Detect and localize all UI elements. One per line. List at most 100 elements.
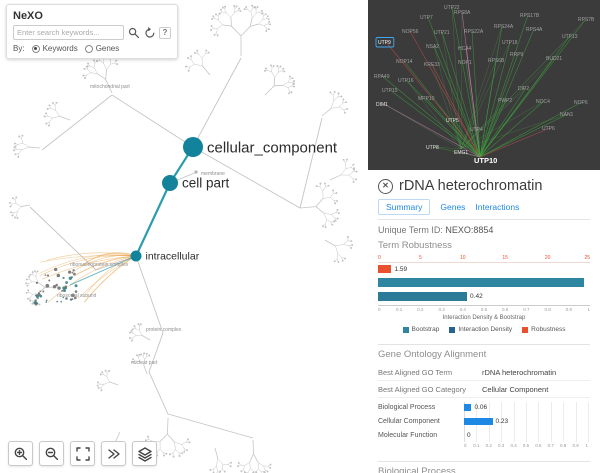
tree-node[interactable] <box>183 137 203 157</box>
tree-leaf <box>26 284 29 287</box>
network-node-label[interactable]: NSA2 <box>426 44 439 50</box>
network-node-label[interactable]: DIP2 <box>518 86 529 92</box>
network-node-label[interactable]: DIM1 <box>376 102 388 108</box>
network-node-label[interactable]: NOP56 <box>402 29 419 35</box>
network-node-label[interactable]: UTP18 <box>502 40 518 46</box>
tree-node-label[interactable]: cell part <box>182 176 230 191</box>
network-node-label[interactable]: RPS7B <box>578 17 595 23</box>
network-node-label[interactable]: RPS17B <box>520 13 540 19</box>
tree-node-label[interactable]: intracellular <box>146 251 200 263</box>
go-row-value: Cellular Component <box>482 384 549 394</box>
tree-leaf <box>131 361 134 363</box>
radio-genes[interactable]: Genes <box>84 44 119 53</box>
tree-leaf <box>291 77 294 80</box>
tree-leaf <box>108 370 111 372</box>
tree-branch <box>257 462 264 467</box>
network-node-label[interactable]: NOP6 <box>574 100 588 106</box>
network-node-label[interactable]: UTP13 <box>562 34 578 40</box>
search-icon[interactable] <box>127 26 140 39</box>
network-node-label[interactable]: UTP7 <box>420 15 433 21</box>
tree-branch <box>214 447 219 459</box>
layers-button[interactable] <box>132 441 157 466</box>
network-node-label[interactable]: HCA4 <box>458 46 472 52</box>
network-node-label[interactable]: RPS24A <box>494 24 514 30</box>
tree-leaf <box>333 260 336 263</box>
tree-small-label[interactable]: protein complex <box>146 327 182 333</box>
network-node-label[interactable]: RPS4A <box>526 27 543 33</box>
network-node-label[interactable]: UTP16 <box>398 78 414 84</box>
tree-small-label[interactable]: membrane <box>201 171 225 177</box>
tab-interactions[interactable]: Interactions <box>475 202 520 212</box>
tree-leaf <box>333 220 335 223</box>
tree-node-small[interactable] <box>194 170 198 174</box>
tree-leaf <box>187 69 190 72</box>
network-node-label[interactable]: RPS22A <box>464 29 484 35</box>
tree-small-label[interactable]: nuclear part <box>131 360 158 366</box>
tree-leaf <box>13 142 16 145</box>
alignment-axis-tick-label: 0.9 <box>572 443 579 448</box>
network-node-label[interactable]: BUD21 <box>546 56 562 62</box>
tree-branch <box>216 470 218 473</box>
network-node-label[interactable]: RPS8A <box>454 10 471 16</box>
network-node-label[interactable]: RPS6B <box>488 58 505 64</box>
tree-branch <box>240 26 251 37</box>
network-node-label[interactable]: UTP15 <box>382 88 398 94</box>
center-selection-button[interactable] <box>101 441 126 466</box>
tree-branch <box>230 12 235 18</box>
close-button[interactable]: ✕ <box>378 178 393 194</box>
radio-keywords[interactable]: Keywords <box>31 44 78 53</box>
alignment-axis-tick-label: 0.4 <box>510 443 517 448</box>
tree-node[interactable] <box>130 250 142 262</box>
tree-leaf <box>221 6 224 9</box>
network-node-label[interactable]: NOP14 <box>396 59 413 65</box>
help-icon[interactable]: ? <box>159 26 171 39</box>
tree-small-label[interactable]: ribonucleoprotein complex <box>70 262 129 268</box>
zoom-out-button[interactable] <box>39 441 64 466</box>
tree-small-label[interactable]: mitochondrial part <box>90 84 130 90</box>
tree-branch <box>331 214 335 218</box>
tree-branch <box>198 53 203 59</box>
tree-branch <box>101 384 105 388</box>
network-node-label[interactable]: UTP21 <box>434 30 450 36</box>
tab-genes[interactable]: Genes <box>440 202 466 212</box>
tree-leaf <box>292 83 295 86</box>
zoom-in-button[interactable] <box>8 441 33 466</box>
network-node-label[interactable]: UTP6 <box>542 126 555 132</box>
network-node-label[interactable]: RPA49 <box>374 74 390 80</box>
network-node-label[interactable]: UTP4 <box>470 127 483 133</box>
tree-leaf <box>265 30 268 32</box>
network-node-label[interactable]: UTP8 <box>426 145 439 151</box>
tree-node-label[interactable]: cellular_component <box>207 139 338 156</box>
network-node-label[interactable]: PWP2 <box>498 98 512 104</box>
network-edge <box>460 59 497 150</box>
search-input[interactable] <box>13 25 124 40</box>
cluster-node <box>53 267 58 272</box>
network-node-label[interactable]: UTP5 <box>446 118 459 124</box>
tree-branch <box>32 298 37 302</box>
network-edge <box>383 103 462 150</box>
tree-leaf <box>181 452 184 455</box>
network-node-label[interactable]: NOP1 <box>458 60 472 66</box>
bottom-axis-tick-label: 0.9 <box>565 307 572 312</box>
network-node-label[interactable]: NAN1 <box>560 112 574 118</box>
cluster-node <box>48 279 51 282</box>
tree-leaf <box>263 470 266 473</box>
reset-icon[interactable] <box>143 26 156 39</box>
network-node-label[interactable]: EMG1 <box>454 150 468 156</box>
tree-node[interactable] <box>162 175 178 191</box>
network-node-label[interactable]: NOC4 <box>536 99 550 105</box>
network-node-label[interactable]: UTP9 <box>378 40 391 46</box>
network-node-label[interactable]: UTP10 <box>474 156 497 165</box>
network-node-label[interactable]: KRE33 <box>424 62 440 68</box>
network-node-label[interactable]: RRP9 <box>510 52 524 58</box>
fit-view-button[interactable] <box>70 441 95 466</box>
tree-small-label[interactable]: ribosomal subunit <box>57 293 97 299</box>
network-edge <box>403 60 481 158</box>
tab-summary[interactable]: Summary <box>378 199 431 215</box>
network-node-label[interactable]: UTP22 <box>444 5 460 11</box>
network-node-label[interactable]: MPP10 <box>418 96 435 102</box>
